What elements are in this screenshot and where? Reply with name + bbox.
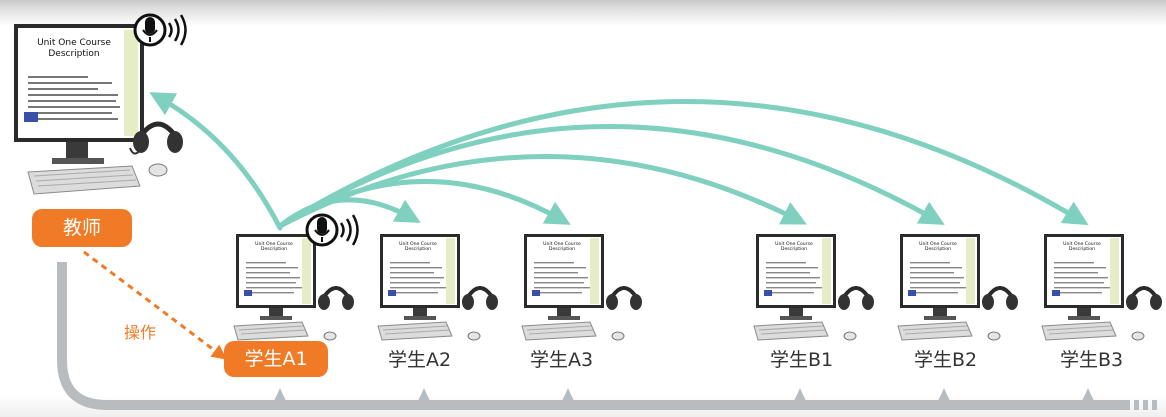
bus-connector-b1 [794,388,806,401]
teacher-screen-title: Unit One Course Description [37,38,111,59]
arrow-to-b1 [277,154,807,229]
bus-dash-end [1134,400,1157,410]
student-computer-icon-b3 [1041,234,1145,341]
student-screen-title-b1: Unit One Course Description [775,242,813,253]
student-label-a2: 学生A2 [388,349,452,371]
student-computer-icon-a1 [233,234,337,341]
student-screen-title-a1: Unit One Course Description [255,242,293,253]
bus-connector-a1 [274,388,286,401]
operation-label: 操作 [124,323,157,342]
student-headset-icon-a2 [462,286,498,310]
student-a1-microphone-icon [305,213,359,247]
student-computer-icon-b2 [897,234,1001,341]
student-label-b1: 学生B1 [770,349,834,371]
teacher-label: 教师 [32,209,132,247]
student-label-a1: 学生A1 [224,341,328,377]
student-headset-icon-b1 [838,286,874,310]
bus-connector-a3 [562,388,574,401]
student-headset-icon-a3 [606,286,642,310]
bus-connector-b2 [938,388,950,401]
arrow-to-teacher [149,92,283,231]
student-label-b2: 学生B2 [914,349,978,371]
teacher-headset-icon [129,121,183,155]
bus-connector-b3 [1082,388,1094,401]
student-headset-icon-b3 [1126,286,1162,310]
bus-connectors [274,388,1094,401]
student-computer-icon-b1 [753,234,857,341]
bus-connector-a2 [418,388,430,401]
student-computers [233,234,1162,341]
student-screen-title-a3: Unit One Course Description [543,242,581,253]
operation-arrow [83,250,227,360]
broadcast-arrows [149,92,1089,231]
student-screen-title-b3: Unit One Course Description [1063,242,1101,253]
arrow-to-b3 [277,99,1089,229]
student-headset-icon-b2 [982,286,1018,310]
student-computer-icon-a2 [377,234,481,341]
network-bus [57,262,1157,410]
student-screen-title-b2: Unit One Course Description [919,242,957,253]
teacher-microphone-icon [133,13,187,47]
student-computer-icon-a3 [521,234,625,341]
student-label-a3: 学生A3 [530,349,594,371]
arrow-to-b2 [277,124,945,229]
teacher-computer-icon [14,24,168,195]
student-label-b3: 学生B3 [1060,349,1124,371]
student-screen-title-a2: Unit One Course Description [399,242,437,253]
student-headset-icon-a1 [318,286,354,310]
